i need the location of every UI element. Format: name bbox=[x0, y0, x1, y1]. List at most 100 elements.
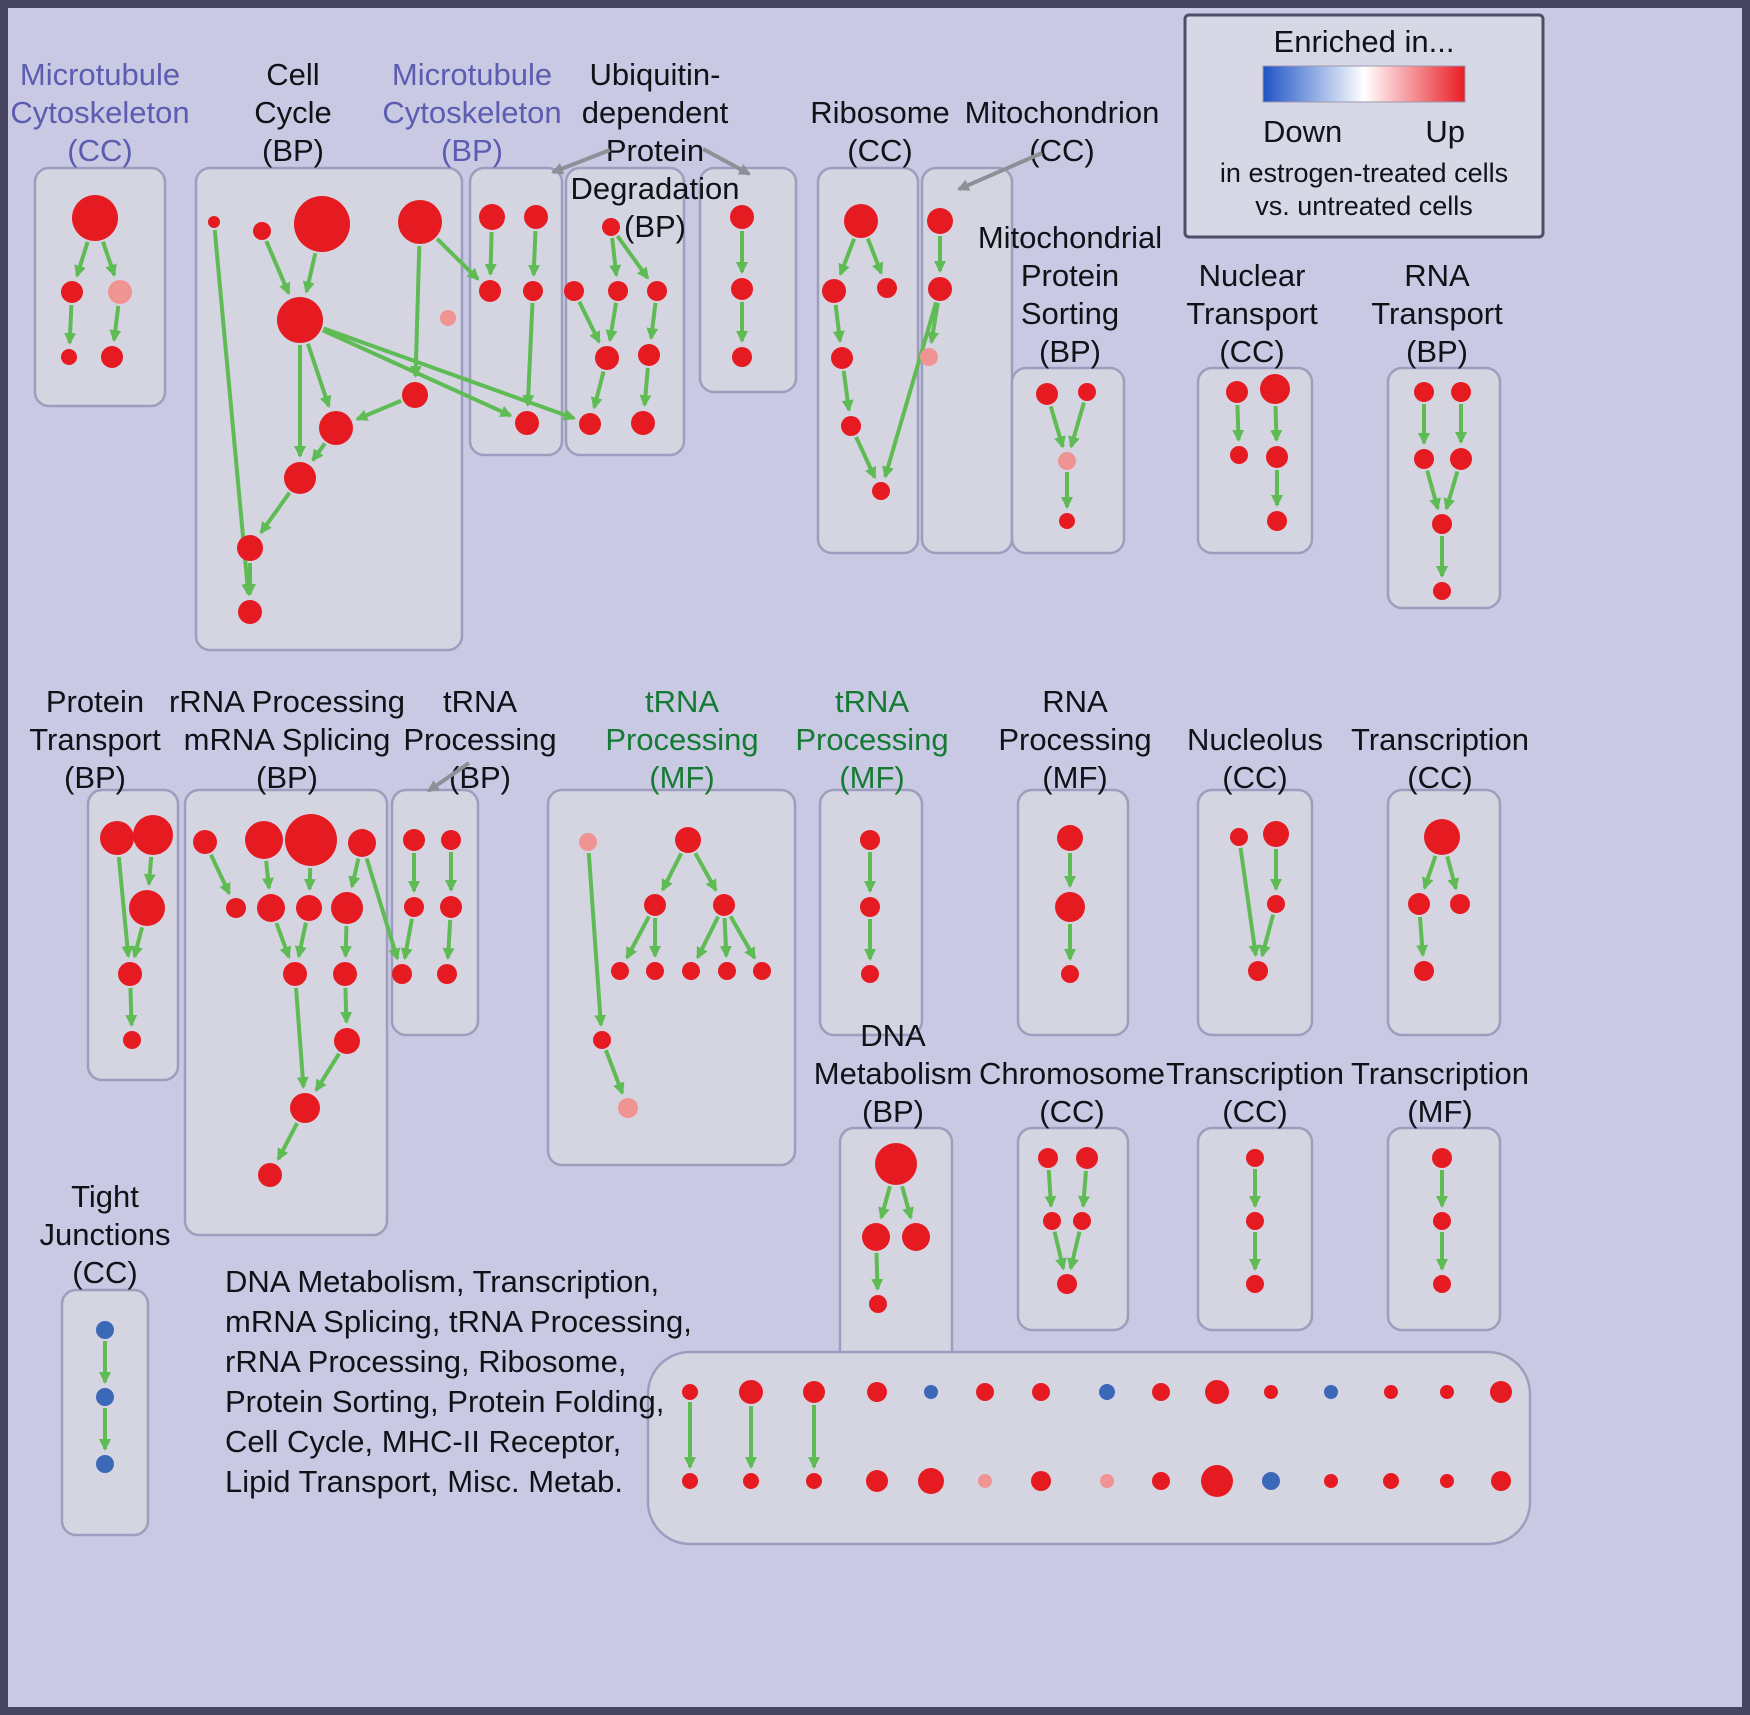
edge-arrow bbox=[695, 915, 720, 960]
edge-arrow bbox=[646, 302, 659, 341]
edge-arrow bbox=[125, 987, 138, 1028]
edge-arrow bbox=[1067, 1231, 1082, 1271]
misc-categories-text: DNA Metabolism, Transcription,mRNA Splic… bbox=[225, 1264, 692, 1499]
go-term-node bbox=[404, 897, 424, 917]
edge-arrow bbox=[339, 925, 352, 959]
go-term-node bbox=[1043, 1212, 1061, 1230]
go-term-node bbox=[753, 962, 771, 980]
edge-arrow bbox=[409, 245, 422, 379]
go-term-node bbox=[1414, 961, 1434, 981]
go-term-node bbox=[515, 411, 539, 435]
go-term-node bbox=[647, 281, 667, 301]
edge-arrow bbox=[586, 852, 607, 1028]
edge-arrow bbox=[1445, 855, 1460, 891]
edge-arrow bbox=[590, 371, 606, 410]
go-term-node bbox=[208, 216, 220, 228]
edge-arrow bbox=[1238, 847, 1261, 958]
go-term-node bbox=[924, 1385, 938, 1399]
go-term-node bbox=[743, 1473, 759, 1489]
go-term-node bbox=[682, 1473, 698, 1489]
go-term-node bbox=[1059, 513, 1075, 529]
go-term-node bbox=[1491, 1471, 1511, 1491]
go-term-node bbox=[1201, 1465, 1233, 1497]
go-term-node bbox=[96, 1321, 114, 1339]
go-term-node bbox=[398, 200, 442, 244]
go-term-node bbox=[866, 1470, 888, 1492]
go-term-node bbox=[602, 218, 620, 236]
edge-arrow bbox=[660, 852, 683, 892]
go-term-node bbox=[860, 830, 880, 850]
go-term-node bbox=[1451, 382, 1471, 402]
go-term-node bbox=[593, 1031, 611, 1049]
go-term-node bbox=[440, 896, 462, 918]
edge-arrow bbox=[303, 867, 316, 892]
go-term-node bbox=[1384, 1385, 1398, 1399]
go-term-node bbox=[238, 600, 262, 624]
group-box-rna-transport-bp bbox=[1386, 366, 1502, 610]
go-term-node bbox=[1058, 452, 1076, 470]
go-term-node bbox=[1450, 894, 1470, 914]
go-term-node bbox=[290, 1093, 320, 1123]
go-term-node bbox=[524, 205, 548, 229]
go-term-node bbox=[675, 827, 701, 853]
group-box-trna-processing-mf-1 bbox=[546, 788, 797, 1167]
go-term-node bbox=[245, 821, 283, 859]
go-term-node bbox=[1226, 381, 1248, 403]
edge-arrow bbox=[1068, 402, 1086, 449]
go-term-node bbox=[237, 535, 263, 561]
go-term-node bbox=[277, 297, 323, 343]
go-term-node bbox=[1490, 1381, 1512, 1403]
go-term-node bbox=[869, 1295, 887, 1313]
go-term-node bbox=[682, 1384, 698, 1400]
go-term-node bbox=[631, 411, 655, 435]
edge-arrow bbox=[212, 229, 254, 597]
edge-arrow bbox=[276, 1122, 299, 1161]
go-term-node bbox=[918, 1468, 944, 1494]
label-pointer-arrow bbox=[426, 761, 471, 793]
edge-arrow bbox=[900, 1185, 914, 1220]
edge-arrow bbox=[1048, 405, 1066, 449]
go-term-node bbox=[682, 962, 700, 980]
edge-arrow bbox=[719, 917, 732, 959]
go-term-node bbox=[595, 346, 619, 370]
go-term-node bbox=[1246, 1275, 1264, 1293]
go-term-node bbox=[862, 1223, 890, 1251]
go-term-node bbox=[1246, 1212, 1264, 1230]
go-term-node bbox=[1073, 1212, 1091, 1230]
edge-arrow bbox=[927, 302, 940, 345]
go-term-node bbox=[123, 1031, 141, 1049]
go-term-node bbox=[1408, 893, 1430, 915]
cross-edge-arrow bbox=[321, 328, 513, 418]
edge-arrow bbox=[1270, 405, 1283, 443]
go-term-node bbox=[1061, 965, 1079, 983]
go-term-node bbox=[844, 204, 878, 238]
go-term-node bbox=[732, 347, 752, 367]
go-term-node bbox=[296, 895, 322, 921]
group-label-mitochondrion-cc: Mitochondrion(CC) bbox=[965, 95, 1160, 168]
go-term-node bbox=[976, 1383, 994, 1401]
go-term-node bbox=[1152, 1472, 1170, 1490]
go-term-node bbox=[441, 830, 461, 850]
edge-arrow bbox=[340, 987, 353, 1025]
edge-arrow bbox=[522, 302, 535, 408]
go-term-node bbox=[611, 962, 629, 980]
go-term-node bbox=[877, 278, 897, 298]
go-term-node bbox=[253, 222, 271, 240]
edge-arrow bbox=[1422, 855, 1438, 890]
go-term-node bbox=[479, 280, 501, 302]
legend-down-label: Down bbox=[1263, 114, 1342, 149]
edge-arrow bbox=[101, 241, 117, 277]
legend-subtitle-line1: in estrogen-treated cells bbox=[1220, 158, 1508, 188]
go-term-node bbox=[644, 894, 666, 916]
go-term-node bbox=[618, 1098, 638, 1118]
go-term-node bbox=[1032, 1383, 1050, 1401]
group-label-nucleolus-cc: Nucleolus(CC) bbox=[1187, 722, 1323, 795]
go-term-node bbox=[1267, 895, 1285, 913]
edge-arrow bbox=[274, 922, 292, 959]
